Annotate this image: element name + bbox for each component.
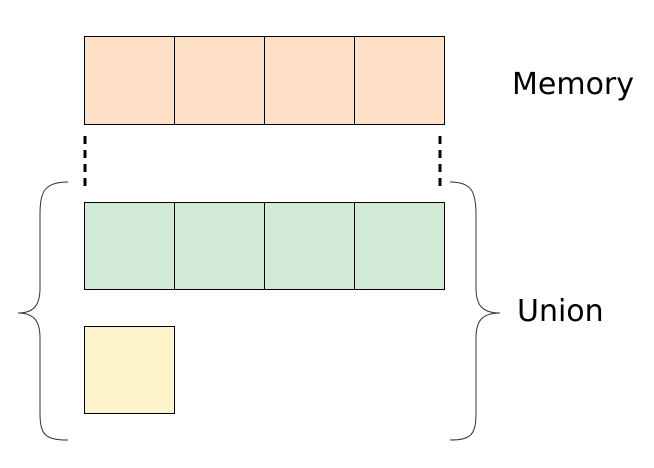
small-block — [84, 326, 175, 414]
union-cell-2 — [174, 202, 265, 290]
memory-cell-2 — [174, 36, 265, 125]
memory-cell-1 — [84, 36, 175, 125]
right-brace — [449, 181, 501, 441]
memory-cell-4 — [354, 36, 445, 125]
memory-row — [84, 36, 445, 125]
union-label: Union — [517, 294, 604, 329]
union-cell-4 — [354, 202, 445, 290]
left-brace — [17, 181, 69, 441]
memory-label: Memory — [512, 67, 634, 102]
union-row — [84, 202, 445, 290]
union-cell-3 — [264, 202, 355, 290]
memory-cell-3 — [264, 36, 355, 125]
union-cell-1 — [84, 202, 175, 290]
